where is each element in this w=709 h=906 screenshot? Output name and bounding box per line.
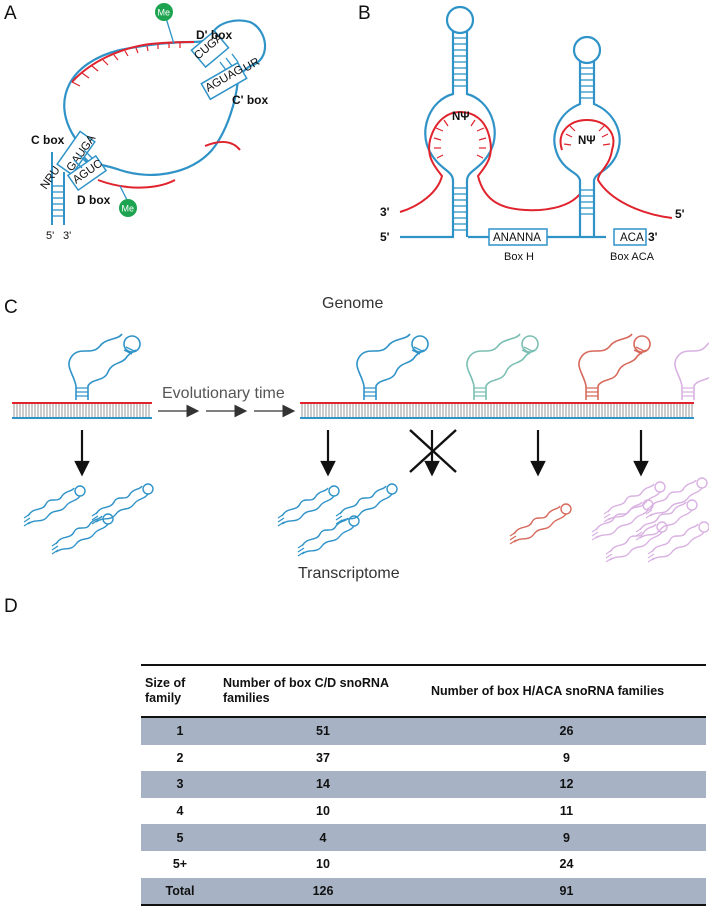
aca-box: ACA bbox=[613, 228, 647, 246]
ananna-box: ANANNA bbox=[488, 228, 548, 246]
me-top-marker: Me bbox=[155, 3, 175, 45]
npsi-left: NΨ bbox=[452, 111, 470, 123]
cell-cd: 14 bbox=[219, 771, 427, 798]
expression-arrows bbox=[74, 430, 649, 477]
cell-size: 5 bbox=[141, 824, 219, 851]
cell-haca: 12 bbox=[427, 771, 706, 798]
table-row: 4 10 11 bbox=[141, 798, 706, 825]
cell-cd: 126 bbox=[219, 877, 427, 906]
box-h-label: Box H bbox=[504, 251, 534, 263]
cell-cd: 10 bbox=[316, 857, 330, 872]
b-five-prime-right: 5' bbox=[675, 207, 685, 221]
cell-cd: 10 bbox=[316, 804, 330, 819]
cell-size: 2 bbox=[176, 750, 184, 765]
pink-transcripts bbox=[591, 477, 709, 563]
svg-text:ACA: ACA bbox=[620, 232, 644, 244]
cell-size: 4 bbox=[176, 804, 184, 819]
snorna-gene-teal bbox=[466, 333, 539, 401]
me-bottom-marker: Me bbox=[119, 185, 137, 217]
cell-size: 3 bbox=[141, 771, 219, 798]
table-row: 2 37 9 bbox=[141, 745, 706, 772]
red-transcripts bbox=[509, 503, 572, 545]
npsi-right: NΨ bbox=[578, 135, 596, 147]
c-prime-box-label: C' box bbox=[232, 93, 269, 107]
silenced-cross bbox=[409, 429, 457, 473]
cell-size: 5+ bbox=[172, 857, 188, 872]
table-header-row: Size of family Number of box C/D snoRNA … bbox=[141, 664, 706, 718]
family-size-table: Size of family Number of box C/D snoRNA … bbox=[141, 664, 706, 906]
cell-cd: 51 bbox=[219, 717, 427, 745]
cell-haca: 11 bbox=[559, 804, 574, 819]
c-box-label: C box bbox=[31, 133, 65, 147]
b-three-prime-right: 3' bbox=[648, 230, 658, 244]
header-haca-families: Number of box H/ACA snoRNA families bbox=[427, 664, 706, 718]
panel-a-cd-snorna: CUGA AGUAG UR D' box C' box GAUGA NRU AG… bbox=[31, 3, 269, 242]
blue-transcripts bbox=[277, 483, 398, 557]
d-prime-box-label: D' box bbox=[196, 28, 233, 42]
cell-size: Total bbox=[141, 877, 219, 906]
five-prime-label: 5' bbox=[46, 230, 54, 242]
d-box-label: D box bbox=[77, 193, 111, 207]
panel-b-haca-snorna: NΨ NΨ 3' 5' 5' 3' ANANNA ACA Box H Box A… bbox=[380, 5, 685, 263]
b-five-prime-left: 5' bbox=[380, 230, 390, 244]
cell-size: 1 bbox=[141, 717, 219, 745]
table-row: 5+ 10 24 bbox=[141, 851, 706, 878]
ancestral-snorna-gene bbox=[68, 333, 141, 401]
figure-canvas: A CUGA AGUAG UR D' box bbox=[4, 3, 709, 617]
snorna-gene-red bbox=[578, 333, 651, 401]
b-three-prime-left: 3' bbox=[380, 205, 390, 219]
modern-genome bbox=[300, 402, 694, 419]
svg-text:NRU: NRU bbox=[39, 164, 63, 191]
header-cd-families: Number of box C/D snoRNA families bbox=[219, 664, 427, 718]
box-aca-label: Box ACA bbox=[610, 251, 655, 263]
evolutionary-time-arrows: Evolutionary time bbox=[158, 385, 296, 418]
cell-cd: 37 bbox=[316, 750, 330, 765]
ancestral-transcripts bbox=[23, 483, 154, 555]
cell-haca: 24 bbox=[559, 857, 574, 872]
transcriptome-label: Transcriptome bbox=[298, 565, 400, 582]
header-size-of-family: Size of family bbox=[141, 664, 219, 718]
genome-label: Genome bbox=[322, 295, 383, 312]
panel-a-letter: A bbox=[4, 3, 17, 24]
cell-haca: 91 bbox=[427, 877, 706, 906]
cell-haca: 9 bbox=[563, 750, 570, 765]
svg-text:Me: Me bbox=[122, 204, 135, 214]
panel-d-letter: D bbox=[4, 596, 18, 617]
panel-c-letter: C bbox=[4, 297, 18, 318]
cell-cd: 4 bbox=[219, 824, 427, 851]
panel-b-letter: B bbox=[358, 3, 371, 24]
svg-text:Me: Me bbox=[158, 8, 171, 18]
ancestral-genome bbox=[12, 402, 152, 419]
evolutionary-time-label: Evolutionary time bbox=[162, 385, 285, 402]
cell-haca: 9 bbox=[427, 824, 706, 851]
snorna-gene-pink bbox=[674, 333, 709, 401]
snorna-gene-blue bbox=[356, 333, 429, 401]
cell-haca: 26 bbox=[427, 717, 706, 745]
svg-text:ANANNA: ANANNA bbox=[493, 232, 541, 244]
three-prime-label: 3' bbox=[63, 230, 71, 242]
